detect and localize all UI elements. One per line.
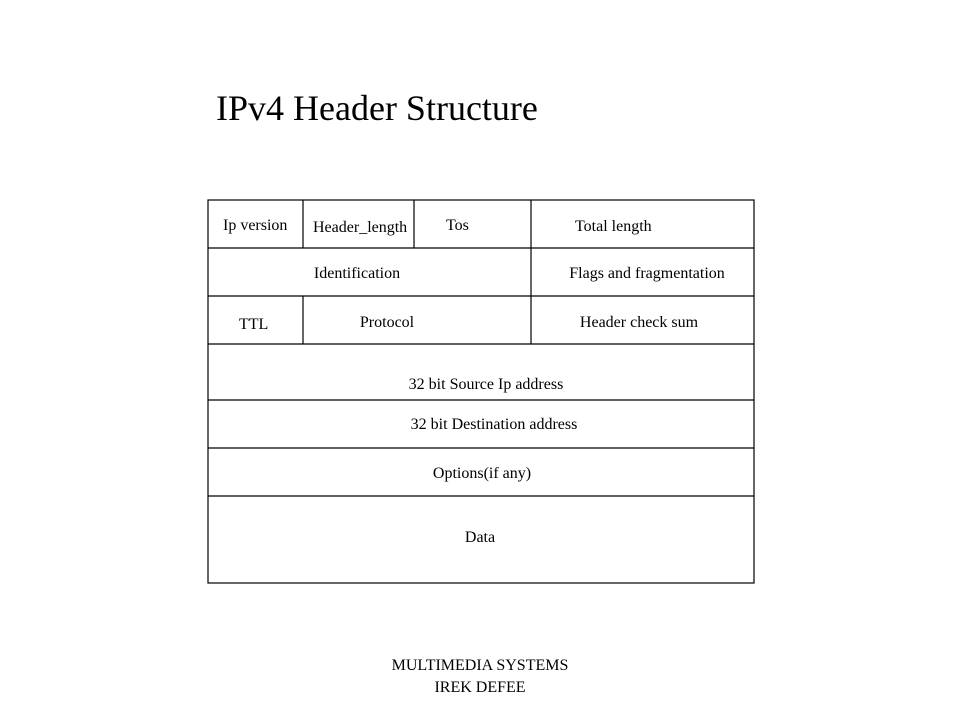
header-outline	[207, 199, 755, 584]
footer-author: IREK DEFEE	[434, 679, 526, 696]
footer: MULTIMEDIA SYSTEMS IREK DEFEE	[0, 655, 960, 699]
footer-course: MULTIMEDIA SYSTEMS	[391, 657, 569, 674]
field-header-length: Header_length	[313, 219, 408, 236]
field-data: Data	[464, 529, 496, 546]
field-ttl: TTL	[239, 316, 269, 333]
field-options: Options(if any)	[432, 465, 532, 482]
field-header-checksum: Header check sum	[579, 314, 699, 331]
field-destination-address: 32 bit Destination address	[410, 416, 578, 433]
field-ip-version: Ip version	[223, 217, 288, 234]
field-total-length: Total length	[575, 218, 652, 235]
field-protocol: Protocol	[359, 314, 415, 331]
page-title: IPv4 Header Structure	[216, 88, 538, 128]
field-identification: Identification	[313, 265, 401, 282]
field-source-address: 32 bit Source Ip address	[408, 376, 564, 393]
field-flags-fragmentation: Flags and fragmentation	[569, 265, 725, 282]
field-tos: Tos	[446, 217, 469, 234]
